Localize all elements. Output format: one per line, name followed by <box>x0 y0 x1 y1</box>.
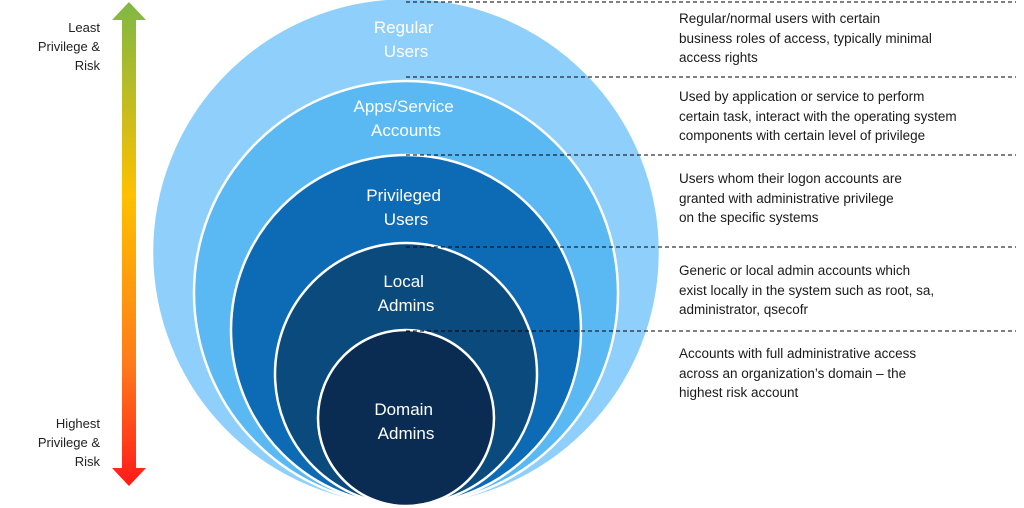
description-local-admins: Generic or local admin accounts which ex… <box>679 263 935 317</box>
layer-label-privileged-users: Privileged Users <box>366 186 445 229</box>
risk-arrow <box>112 2 146 486</box>
layer-label-line1: Regular <box>374 18 434 37</box>
layer-label-line1: Local <box>383 272 424 291</box>
layer-label-local-admins: Local Admins <box>378 272 435 315</box>
layer-label-line1: Domain <box>374 400 433 419</box>
highest-privilege-label: Highest Privilege & Risk <box>37 416 100 469</box>
layer-label-line2: Admins <box>378 424 435 443</box>
least-privilege-label: Least Privilege & Risk <box>37 20 100 73</box>
layer-label-regular-users: Regular Users <box>374 18 438 61</box>
layer-label-line2: Admins <box>378 296 435 315</box>
description-regular-users: Regular/normal users with certain busine… <box>679 11 932 65</box>
description-privileged-users: Users whom their logon accounts are gran… <box>679 171 902 225</box>
layer-label-apps-service-accounts: Apps/Service Accounts <box>354 97 459 140</box>
description-apps-service-accounts: Used by application or service to perfor… <box>679 89 957 143</box>
layer-label-line2: Accounts <box>371 121 441 140</box>
layer-label-domain-admins: Domain Admins <box>374 400 437 443</box>
layer-label-line1: Apps/Service <box>354 97 454 116</box>
layer-label-line2: Users <box>384 210 428 229</box>
layer-label-line2: Users <box>384 42 428 61</box>
description-domain-admins: Accounts with full administrative access… <box>679 346 917 400</box>
layer-label-line1: Privileged <box>366 186 441 205</box>
layer-circle-domain-admins <box>316 328 496 508</box>
